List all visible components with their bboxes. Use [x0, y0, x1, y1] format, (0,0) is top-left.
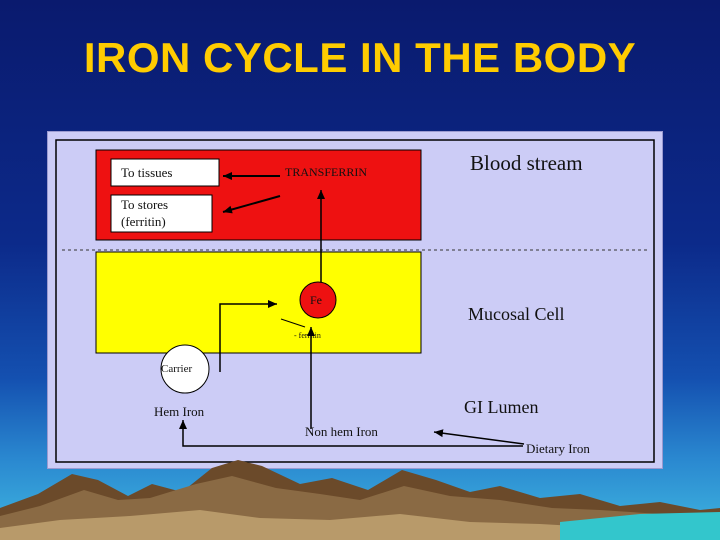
to-tissues-box [110, 158, 220, 187]
diagram-canvas: To tissues To stores (ferritin) TRANSFER… [55, 139, 655, 463]
hem-iron-label: Hem Iron [154, 404, 205, 419]
mucosal-cell-zone [95, 251, 422, 354]
iron-cycle-diagram: To tissues To stores (ferritin) TRANSFER… [47, 131, 663, 469]
diagram-inner-border [55, 139, 655, 463]
fe-circle [299, 281, 337, 319]
arrow-carrier-to-fe [219, 300, 277, 372]
carrier-circle [160, 344, 210, 394]
ferritin-small-label: - ferritin [294, 331, 321, 340]
transferrin-label: TRANSFERRIN [285, 165, 367, 179]
to-stores-label: To stores [121, 197, 168, 212]
to-stores-box [110, 194, 213, 233]
ferritin-connector-line [280, 318, 306, 328]
arrow-dietary-to-nonhem [433, 429, 525, 445]
carrier-label: Carrier [161, 363, 192, 375]
dietary-iron-label: Dietary Iron [526, 441, 590, 456]
slide-title: IRON CYCLE IN THE BODY [83, 34, 637, 81]
to-tissues-label: To tissues [121, 165, 172, 180]
mucosal-cell-label: Mucosal Cell [468, 304, 565, 324]
mountain-landscape [0, 460, 720, 540]
arrow-to-stores [222, 195, 281, 214]
non-hem-iron-label: Non hem Iron [305, 424, 378, 439]
arrow-dietary-to-hem [179, 420, 523, 447]
to-stores-sub-label: (ferritin) [121, 214, 166, 229]
fe-label: Fe [310, 293, 322, 307]
blood-stream-label: Blood stream [470, 151, 583, 175]
gi-lumen-label: GI Lumen [464, 397, 538, 417]
